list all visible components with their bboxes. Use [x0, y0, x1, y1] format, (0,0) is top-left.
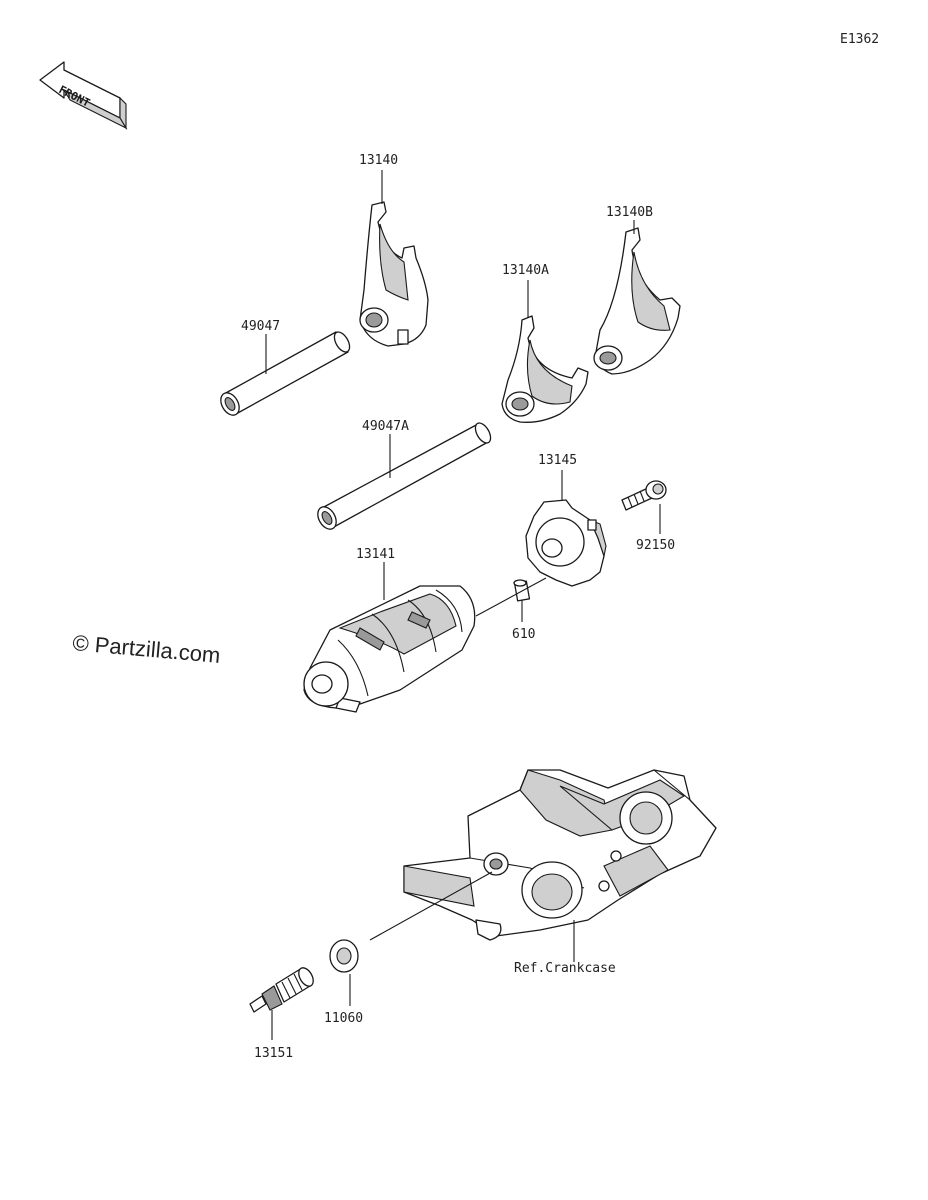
shift-fork-13140A [501, 315, 589, 423]
label-13141: 13141 [356, 547, 395, 562]
crankcase-ref [403, 769, 717, 941]
shift-drum-holder-13145 [525, 499, 607, 587]
label-ref-crankcase: Ref.Crankcase [514, 961, 616, 976]
fork-shaft-49047 [220, 331, 351, 416]
label-92150: 92150 [636, 538, 675, 553]
front-arrow-icon: FRONT [39, 61, 128, 130]
washer-11060 [329, 939, 359, 973]
diagram-code: E1362 [840, 32, 879, 47]
bolt-92150 [621, 480, 667, 511]
shift-drum-13141 [303, 585, 476, 713]
watermark: © Partzilla.com [72, 630, 222, 668]
label-13140: 13140 [359, 153, 398, 168]
fork-shaft-49047A [317, 422, 492, 530]
pin-610 [513, 579, 531, 602]
label-11060: 11060 [324, 1011, 363, 1026]
shift-fork-13140B [593, 227, 681, 375]
label-49047: 49047 [241, 319, 280, 334]
label-13140B: 13140B [606, 205, 653, 220]
shift-fork-13140 [359, 201, 429, 347]
label-13151: 13151 [254, 1046, 293, 1061]
label-610: 610 [512, 627, 535, 642]
neutral-switch-13151 [249, 967, 314, 1013]
label-13145: 13145 [538, 453, 577, 468]
label-13140A: 13140A [502, 263, 549, 278]
label-49047A: 49047A [362, 419, 409, 434]
